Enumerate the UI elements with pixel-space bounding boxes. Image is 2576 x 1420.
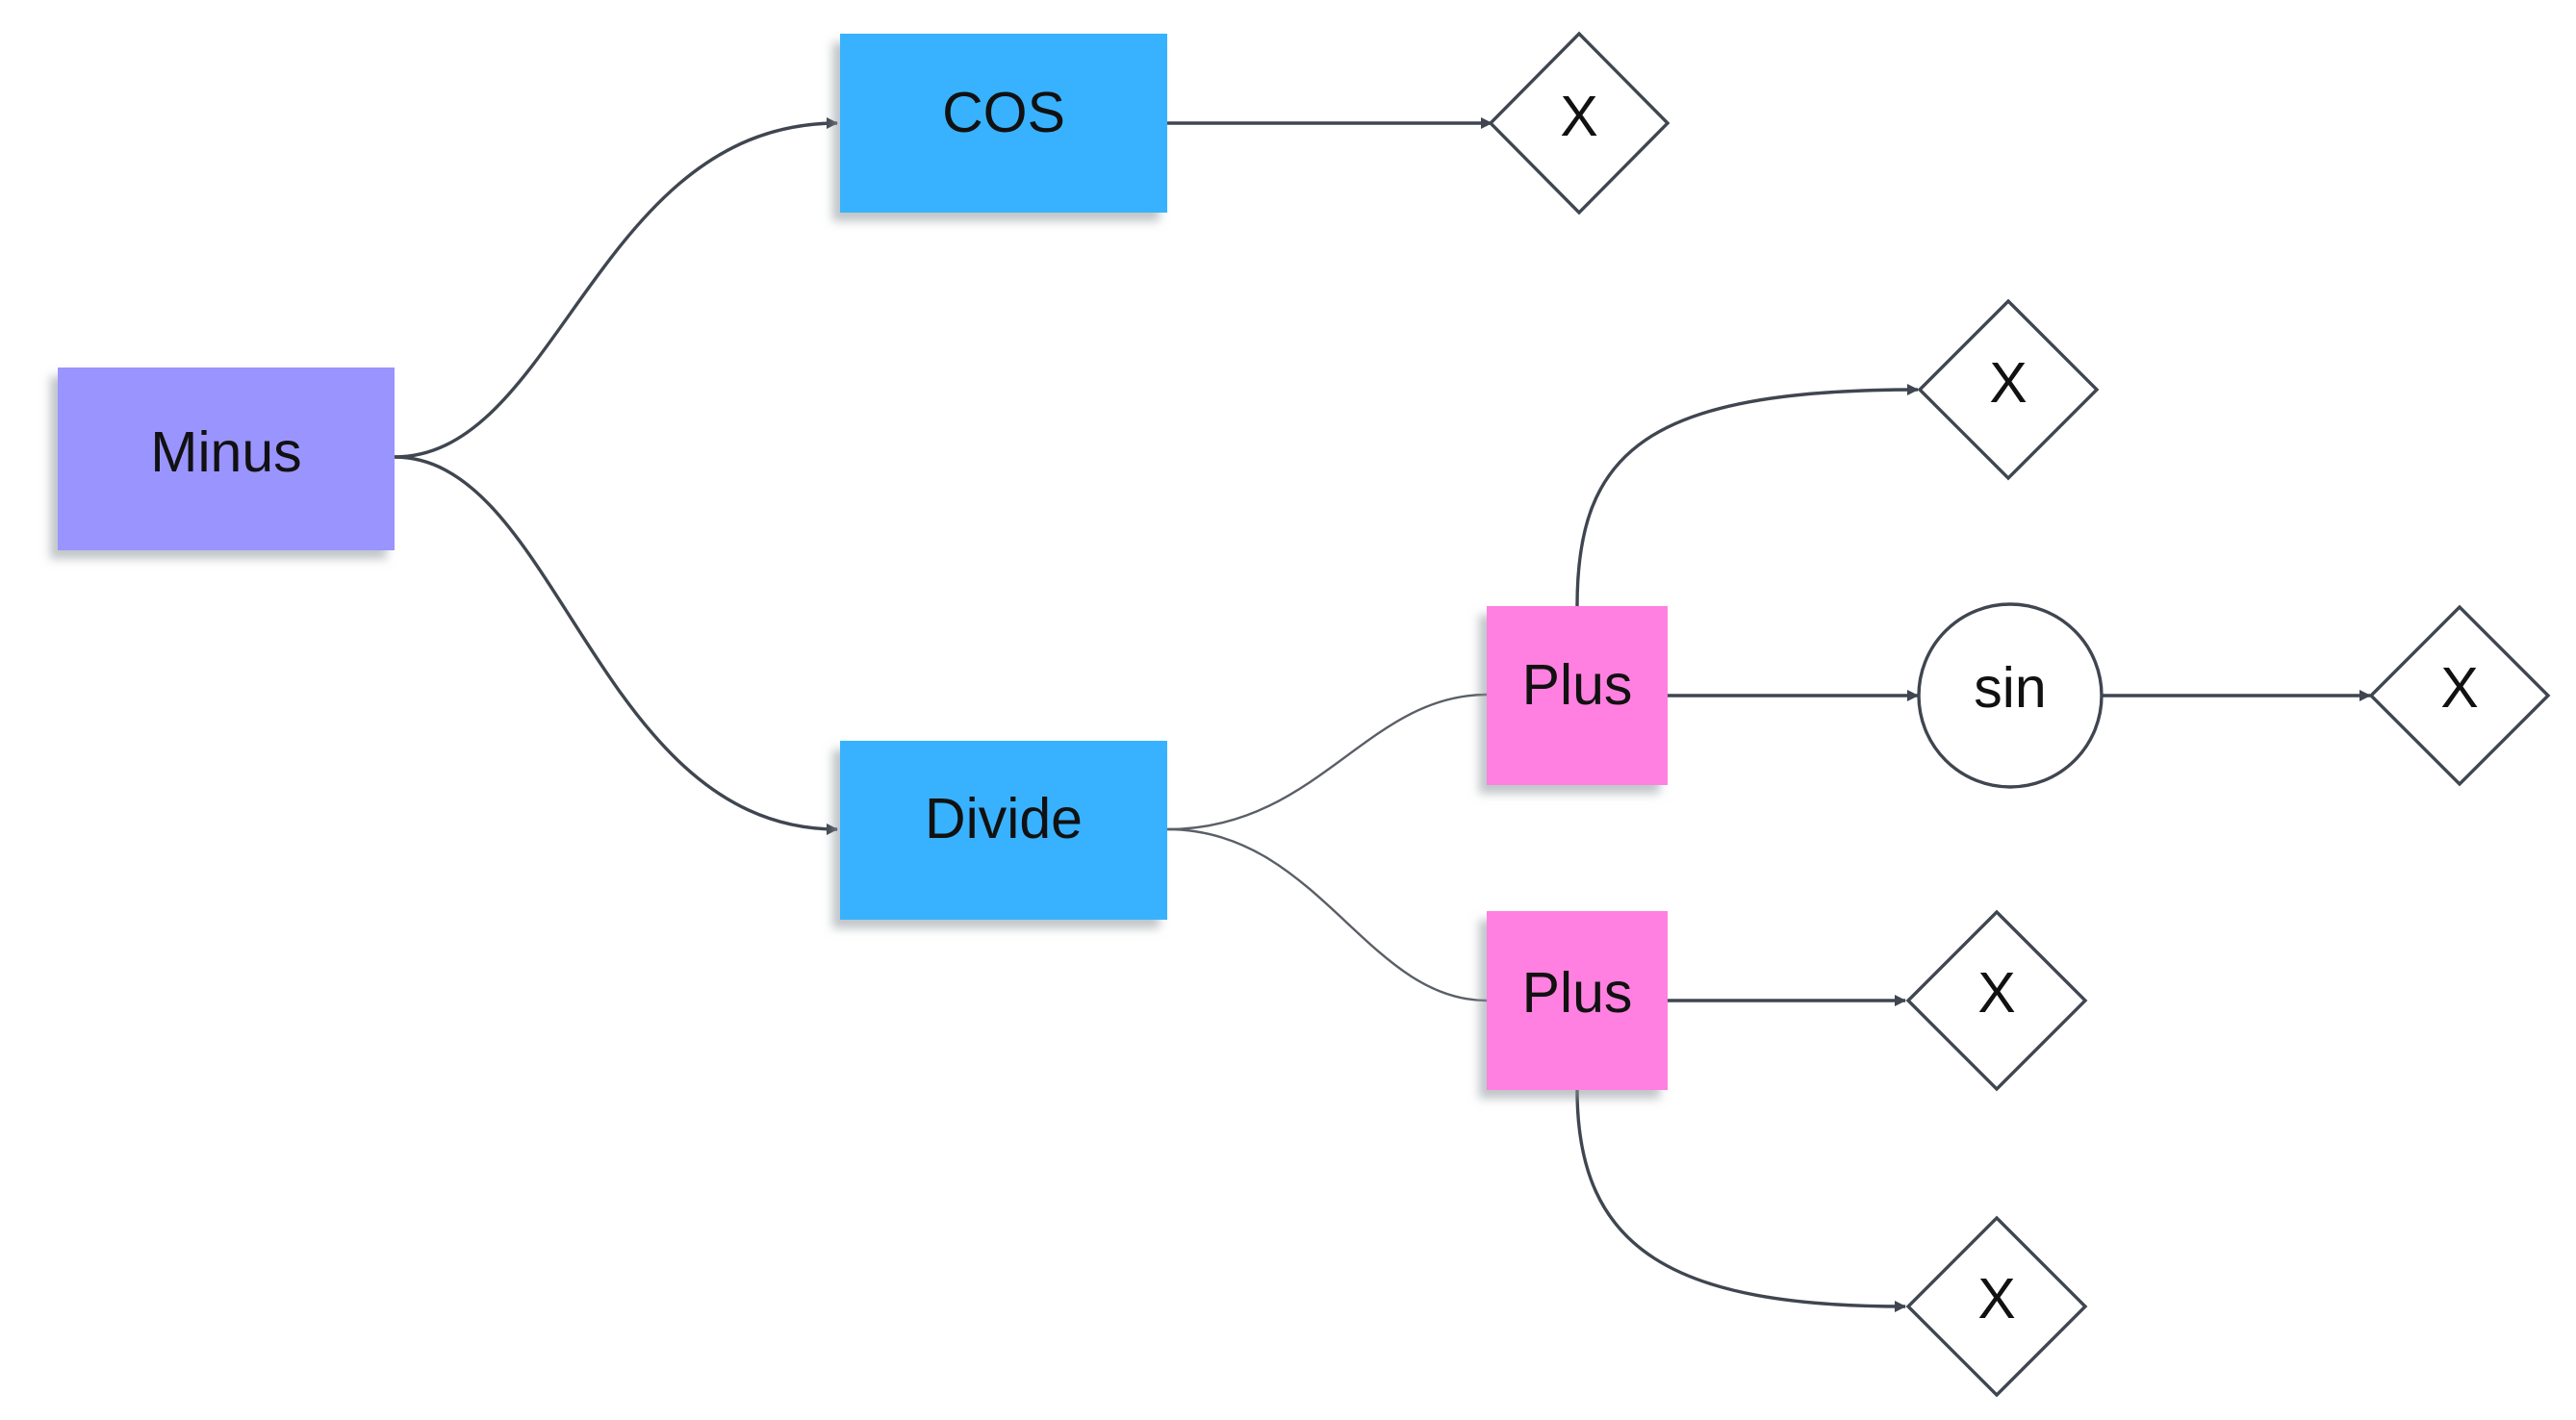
x-node-plus-top-upper: X (1917, 298, 2100, 481)
plus-top-node-box (1487, 606, 1668, 785)
x-node-plus-bottom-lower-label: X (1977, 1267, 2015, 1331)
divide-node-box (840, 741, 1167, 920)
edge-plus-top-to-x (1575, 384, 1919, 607)
x-node-cos-diamond (1488, 31, 1671, 216)
sin-node: sin (1917, 602, 2104, 789)
plus-top-node-label: Plus (1522, 653, 1633, 717)
cos-node-box (840, 34, 1167, 213)
minus-node-label: Minus (150, 420, 301, 484)
x-node-plus-bottom-lower-diamond (1905, 1215, 2088, 1398)
x-node-plus-top-upper-label: X (1989, 351, 2027, 415)
x-node-sin: X (2368, 604, 2551, 787)
x-node-sin-diamond (2368, 604, 2551, 787)
plus-bottom-node-label: Plus (1522, 961, 1633, 1025)
cos-node-label: COS (942, 81, 1065, 144)
edge-divide-to-plus-top (1166, 693, 1488, 831)
plus-bottom-node-box (1487, 911, 1668, 1090)
x-node-plus-top-upper-diamond (1917, 298, 2100, 481)
divide-node-label: Divide (925, 787, 1083, 850)
sin-node-label: sin (1974, 656, 2046, 720)
edges (394, 117, 2371, 1312)
x-node-cos: X (1488, 31, 1671, 216)
minus-node-box (58, 368, 395, 550)
edge-minus-to-cos (394, 117, 838, 459)
x-node-plus-bottom-right-label: X (1977, 961, 2015, 1025)
x-node-plus-bottom-right: X (1905, 909, 2088, 1092)
divide-node: Divide (840, 741, 1167, 920)
x-node-plus-bottom-lower: X (1905, 1215, 2088, 1398)
cos-node: COS (840, 34, 1167, 213)
plus-top-node: Plus (1487, 606, 1668, 785)
edge-minus-to-divide (394, 455, 838, 835)
edge-divide-to-plus-bottom (1166, 827, 1488, 1002)
sin-node-circle (1917, 602, 2104, 789)
plus-bottom-node: Plus (1487, 911, 1668, 1090)
edge-plus-bottom-to-x-lower (1575, 1089, 1906, 1312)
x-node-sin-label: X (2440, 656, 2478, 720)
x-node-plus-bottom-right-diamond (1905, 909, 2088, 1092)
minus-node: Minus (58, 368, 395, 550)
x-node-cos-label: X (1560, 85, 1597, 148)
